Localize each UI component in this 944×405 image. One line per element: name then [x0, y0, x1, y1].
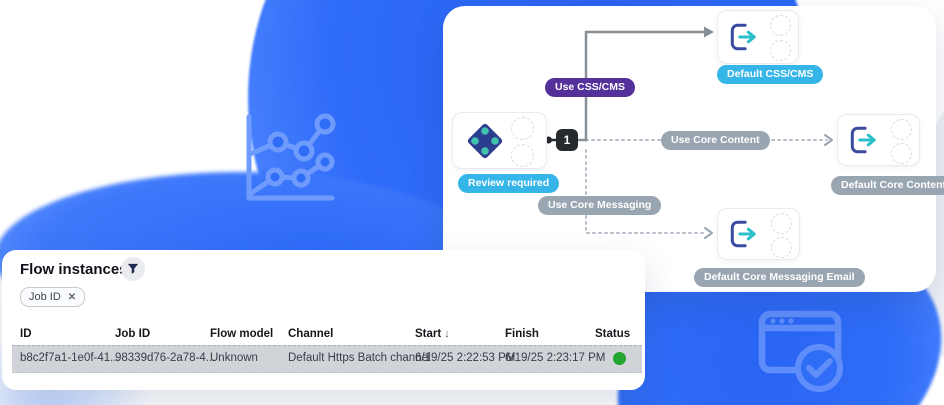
flow-node-core-messaging[interactable] — [717, 208, 800, 260]
exit-icon — [850, 126, 876, 154]
cell-flow-model: Unknown — [210, 352, 258, 364]
dashed-slot-icon — [771, 213, 792, 234]
sort-desc-icon: ↓ — [444, 328, 450, 340]
flow-node-core-content[interactable] — [837, 114, 920, 166]
dashed-slot-icon — [511, 144, 534, 167]
edge-label-use-core-content: Use Core Content — [661, 131, 770, 150]
cell-finish: 6/19/25 2:23:17 PM — [505, 352, 606, 364]
exit-icon — [730, 23, 756, 51]
dashed-slot-icon — [891, 119, 912, 140]
line-chart-icon — [246, 113, 336, 201]
edge-label-use-css-cms: Use CSS/CMS — [545, 78, 636, 97]
column-header-channel[interactable]: Channel — [288, 328, 334, 340]
cell-id: b8c2f7a1-1e0f-41... — [20, 352, 120, 364]
node-badge-default-css-cms: Default CSS/CMS — [717, 65, 824, 84]
column-header-finish[interactable]: Finish — [505, 328, 539, 340]
column-header-start[interactable]: Start↓ — [415, 328, 450, 340]
flow-instances-panel: Flow instances Job ID ✕ ID Job ID Flow m… — [2, 250, 645, 390]
filter-icon — [127, 263, 139, 274]
cell-channel: Default Https Batch channel — [288, 352, 431, 364]
node-badge-default-core-content: Default Core Content — [831, 176, 944, 195]
filter-chip-job-id[interactable]: Job ID ✕ — [20, 287, 86, 307]
browser-check-icon — [758, 310, 843, 392]
column-header-status[interactable]: Status — [595, 328, 631, 340]
column-header-flow-model[interactable]: Flow model — [210, 328, 274, 340]
filter-chip-label: Job ID — [29, 291, 61, 303]
dashed-slot-icon — [891, 143, 912, 164]
close-icon[interactable]: ✕ — [67, 291, 77, 303]
exit-icon — [730, 220, 756, 248]
status-dot — [613, 352, 626, 365]
column-header-job-id[interactable]: Job ID — [115, 328, 151, 340]
status-badge-review-required: Review required — [458, 174, 560, 193]
node-badge-default-core-messaging-email: Default Core Messaging Email — [694, 268, 865, 287]
table-row[interactable]: b8c2f7a1-1e0f-41... 98339d76-2a78-4... U… — [12, 345, 642, 373]
dashed-slot-icon — [770, 15, 791, 36]
filter-button[interactable] — [121, 257, 145, 281]
dashed-slot-icon — [770, 40, 791, 61]
connector-count-badge[interactable]: 1 — [556, 129, 578, 151]
column-header-id[interactable]: ID — [20, 328, 32, 340]
dashed-slot-icon — [771, 237, 792, 258]
flow-node-css-cms[interactable] — [717, 10, 799, 64]
flow-diagram-panel: Review required 1 Use CSS/CMS Use Core C… — [443, 6, 944, 292]
decision-diamond-icon — [467, 123, 503, 159]
edge-label-use-core-messaging: Use Core Messaging — [538, 196, 662, 215]
page-title: Flow instances — [20, 261, 128, 278]
cell-job-id: 98339d76-2a78-4... — [115, 352, 216, 364]
flow-node-source[interactable] — [452, 112, 547, 169]
dashed-slot-icon — [511, 117, 534, 140]
cell-start: 6/19/25 2:22:53 PM — [415, 352, 516, 364]
column-header-start-label: Start — [415, 328, 442, 340]
